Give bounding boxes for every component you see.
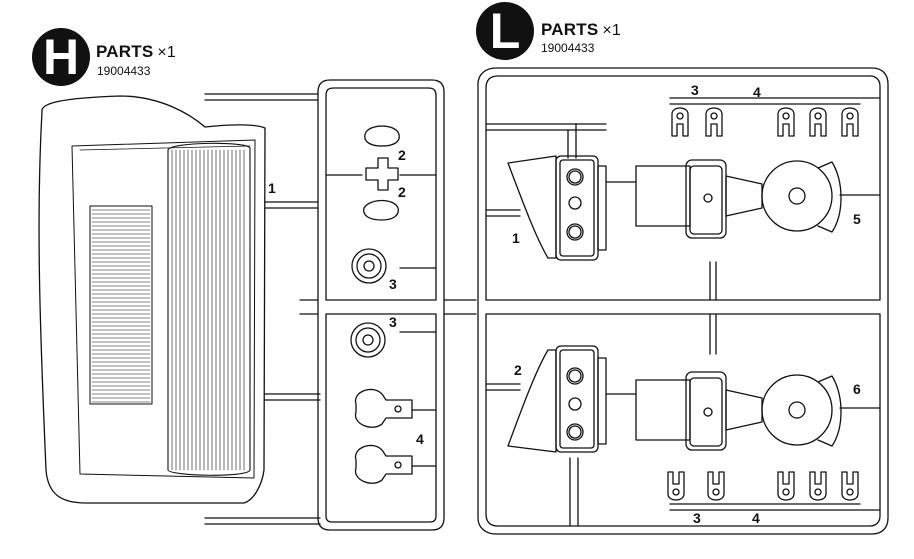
sheet-h-parts-label: PARTS (96, 42, 154, 61)
h-part-4-upper (354, 388, 413, 428)
h-part-2-upper (364, 125, 400, 191)
clip-hole (846, 112, 854, 120)
h-hood-grille-lines (171, 149, 245, 471)
clip-part (777, 471, 795, 501)
l-label-3-bottom: 3 (693, 510, 701, 526)
l-sprue-frame (477, 67, 889, 535)
h-label-1: 1 (268, 180, 276, 196)
clip-hole (712, 488, 720, 496)
clip-hole (676, 112, 684, 120)
l-part-1 (507, 155, 607, 261)
l-label-2: 2 (514, 362, 522, 378)
clip-part (809, 471, 827, 501)
h-part-3-lower (350, 322, 386, 358)
l-part-2 (507, 345, 607, 453)
l-clips-bottom (667, 471, 859, 501)
l-part-6 (635, 371, 842, 451)
h-sprue-frame (204, 79, 477, 531)
clip-hole (846, 488, 854, 496)
l-part-5 (635, 159, 842, 239)
sheet-l-title: PARTS×1 (541, 20, 621, 40)
h-label-3b: 3 (389, 314, 397, 330)
h-hood-part (38, 95, 266, 504)
clip-part (777, 107, 795, 137)
h-label-3a: 3 (389, 276, 397, 292)
sheet-l-multiplier: ×1 (602, 22, 622, 39)
clip-part (841, 471, 859, 501)
clip-hole (782, 112, 790, 120)
sheet-l-letter: L (489, 3, 521, 59)
sheet-h-letter: H (42, 29, 80, 85)
clip-part (667, 471, 685, 501)
clip-hole (672, 488, 680, 496)
clip-hole (710, 112, 718, 120)
sheet-h-title: PARTS×1 (96, 42, 176, 62)
h-hood-vent-lines-left (91, 209, 151, 403)
sheet-l-parts-label: PARTS (541, 20, 599, 39)
l-label-5: 5 (853, 211, 861, 227)
l-clips-top (671, 107, 859, 137)
l-label-3-top: 3 (691, 82, 699, 98)
h-label-2a: 2 (398, 147, 406, 163)
clip-part (671, 107, 689, 137)
clip-hole (782, 488, 790, 496)
sheet-l-code: 19004433 (541, 41, 595, 55)
h-label-4: 4 (416, 431, 424, 447)
h-part-3-upper (351, 248, 387, 284)
clip-part (841, 107, 859, 137)
sheet-h-badge: H (32, 28, 90, 86)
h-label-2b: 2 (398, 184, 406, 200)
clip-part (809, 107, 827, 137)
clip-part (707, 471, 725, 501)
clip-part (705, 107, 723, 137)
clip-hole (814, 488, 822, 496)
l-label-4-top: 4 (753, 84, 761, 100)
sheet-h-multiplier: ×1 (157, 44, 177, 61)
l-label-6: 6 (853, 381, 861, 397)
sheet-l-badge: L (476, 2, 534, 60)
sheet-h-code: 19004433 (97, 64, 151, 78)
h-part-4-lower (354, 444, 413, 484)
h-part-2-lower (363, 199, 399, 221)
l-label-1: 1 (512, 230, 520, 246)
clip-hole (814, 112, 822, 120)
l-label-4-bottom: 4 (752, 510, 760, 526)
